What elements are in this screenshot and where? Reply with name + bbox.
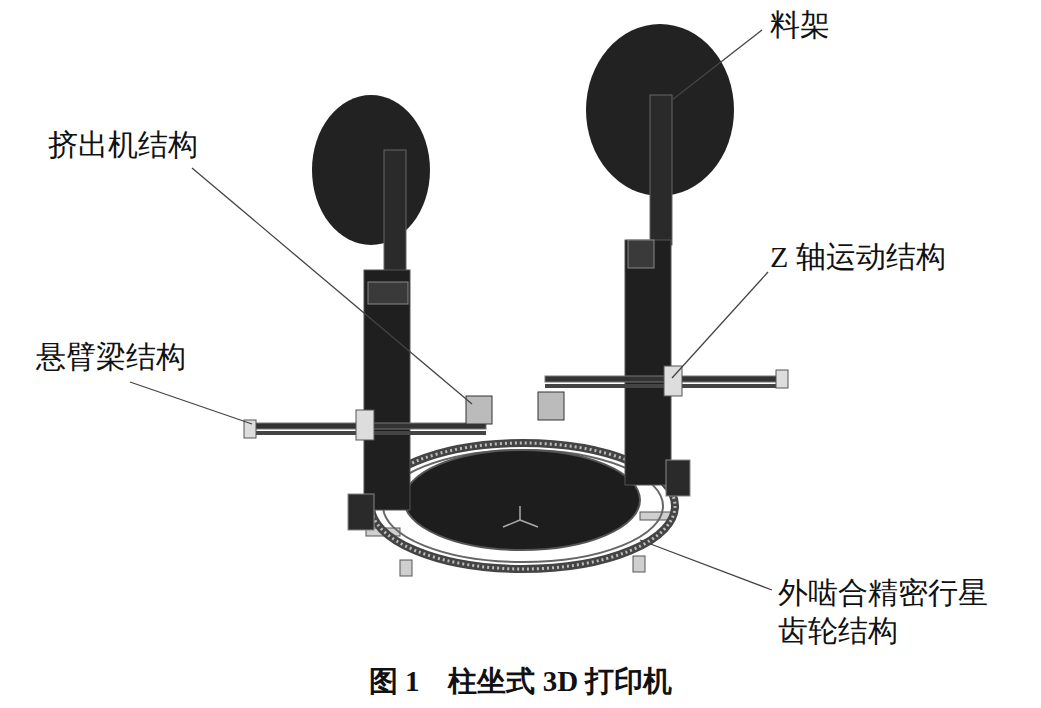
leader-line — [192, 168, 472, 404]
build-plate — [404, 450, 640, 550]
leader-line — [130, 382, 252, 424]
slider — [356, 410, 374, 440]
end-cap — [776, 370, 788, 388]
callout-label: Z 轴运动结构 — [770, 238, 946, 276]
spool-left — [312, 95, 430, 245]
extruder — [466, 396, 492, 424]
leg — [633, 556, 645, 572]
callout-label: 料架 — [770, 6, 830, 44]
figure-caption: 图 1 柱坐式 3D 打印机 — [0, 662, 1041, 702]
z-column — [364, 270, 410, 510]
mark — [520, 520, 538, 527]
callout-label: 悬臂梁结构 — [36, 338, 186, 376]
spool-holder — [384, 150, 406, 280]
z-motor — [348, 494, 374, 530]
arm-left — [244, 396, 492, 440]
arm-right — [538, 366, 788, 420]
callout-label: 挤出机结构 — [48, 126, 198, 164]
plate-center-mark — [503, 506, 538, 527]
leader-lines — [130, 30, 772, 590]
rail — [545, 376, 781, 382]
leader-line — [672, 30, 762, 100]
z-motor — [666, 460, 690, 496]
z-carriage — [628, 240, 654, 268]
leg — [400, 560, 412, 576]
rail — [545, 384, 781, 388]
mark — [503, 520, 520, 527]
z-carriage — [368, 282, 408, 304]
column-right — [625, 95, 690, 496]
leader-line — [640, 540, 772, 590]
column-left — [348, 150, 410, 530]
inner-ring — [383, 450, 663, 562]
callout-label: 外啮合精密行星 齿轮结构 — [778, 574, 1000, 649]
leader-line — [672, 272, 768, 378]
extruder — [538, 392, 564, 420]
z-column — [625, 240, 671, 485]
spool-holder — [650, 95, 672, 245]
mark — [519, 506, 521, 520]
